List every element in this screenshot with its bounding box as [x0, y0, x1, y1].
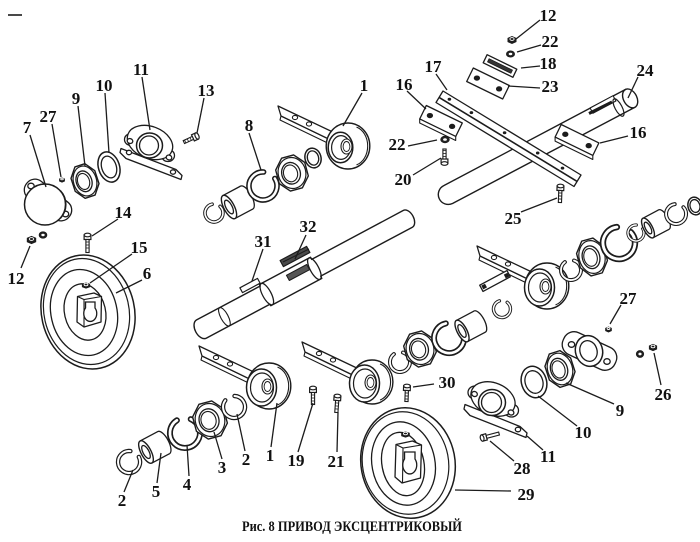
svg-text:27: 27 [620, 289, 638, 308]
svg-text:9: 9 [616, 401, 625, 420]
svg-text:31: 31 [255, 232, 272, 251]
svg-text:1: 1 [266, 446, 275, 465]
svg-text:27: 27 [40, 107, 58, 126]
svg-text:3: 3 [218, 458, 227, 477]
svg-text:21: 21 [328, 452, 345, 471]
svg-text:11: 11 [540, 447, 556, 466]
svg-text:18: 18 [540, 54, 557, 73]
svg-text:Рис. 8 ПРИВОД ЭКСЦЕНТРИКОВЫЙ: Рис. 8 ПРИВОД ЭКСЦЕНТРИКОВЫЙ [242, 518, 462, 535]
svg-text:1: 1 [360, 76, 369, 95]
svg-text:15: 15 [131, 238, 148, 257]
svg-text:25: 25 [505, 209, 522, 228]
svg-text:5: 5 [152, 482, 161, 501]
svg-text:29: 29 [518, 485, 535, 504]
svg-text:24: 24 [637, 61, 655, 80]
svg-text:12: 12 [8, 269, 25, 288]
svg-text:26: 26 [655, 385, 672, 404]
svg-text:4: 4 [183, 475, 192, 494]
svg-text:32: 32 [300, 217, 317, 236]
svg-text:7: 7 [23, 118, 32, 137]
svg-text:10: 10 [96, 76, 113, 95]
svg-text:11: 11 [133, 60, 149, 79]
svg-text:20: 20 [395, 170, 412, 189]
svg-text:28: 28 [514, 459, 531, 478]
svg-text:22: 22 [542, 32, 559, 51]
svg-text:12: 12 [540, 6, 557, 25]
svg-text:2: 2 [242, 450, 251, 469]
svg-text:13: 13 [198, 81, 215, 100]
svg-text:22: 22 [389, 135, 406, 154]
svg-text:10: 10 [575, 423, 592, 442]
svg-text:8: 8 [245, 116, 254, 135]
svg-text:16: 16 [396, 75, 413, 94]
svg-text:6: 6 [143, 264, 152, 283]
svg-text:16: 16 [630, 123, 647, 142]
svg-text:23: 23 [542, 77, 559, 96]
svg-text:14: 14 [115, 203, 133, 222]
svg-text:17: 17 [425, 57, 443, 76]
svg-text:9: 9 [72, 89, 81, 108]
svg-text:2: 2 [118, 491, 127, 510]
svg-text:30: 30 [439, 373, 456, 392]
svg-text:19: 19 [288, 451, 305, 470]
